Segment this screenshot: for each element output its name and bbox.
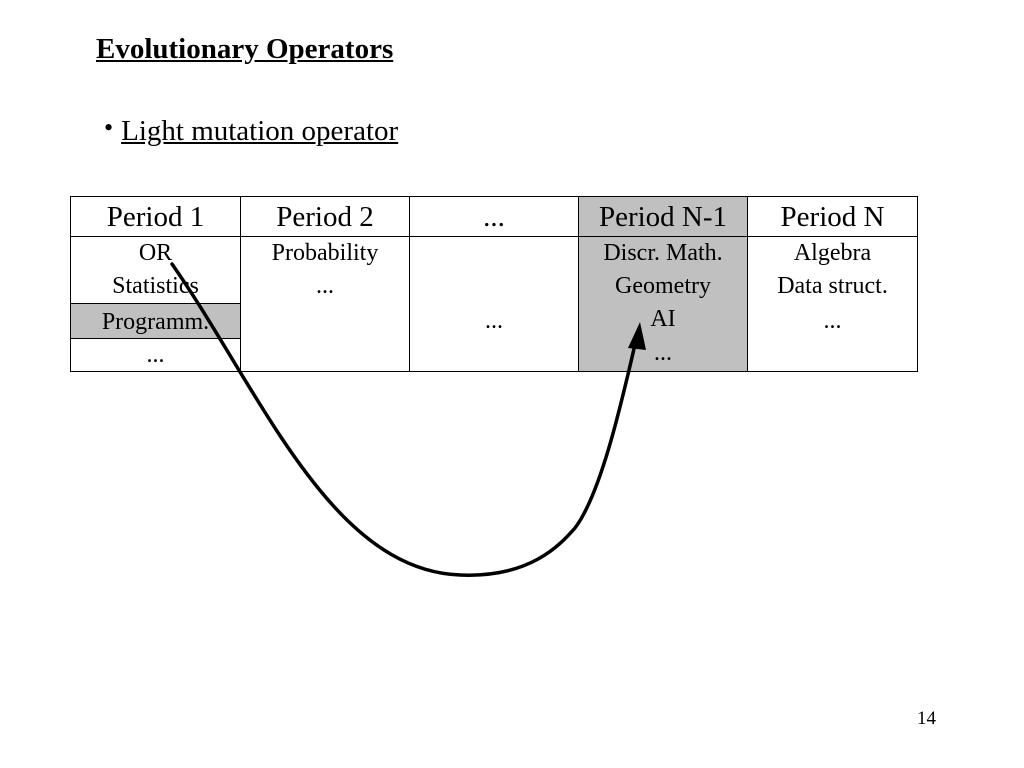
page-number: 14 [917, 708, 936, 729]
bullet-text: Light mutation operator [121, 115, 399, 147]
cell-course: ... [146, 342, 165, 368]
cell-course: ... [823, 308, 842, 334]
column-period-ellipsis: ... ... [409, 196, 579, 372]
column-period-n: Period N Algebra Data struct. ... [747, 196, 918, 372]
header-period-n-1: Period N-1 [579, 197, 747, 237]
column-period-2: Period 2 Probability ... [240, 196, 410, 372]
bullet-dot-icon: • [104, 113, 114, 142]
cell-course: Geometry [615, 273, 711, 299]
cell-course-target: AI [650, 306, 676, 332]
cell-course-selected: Programm. [70, 303, 241, 339]
cell-course: OR [138, 240, 173, 266]
cell-course: ... [654, 340, 672, 366]
slide-title: Evolutionary Operators [96, 33, 394, 65]
cell-course: ... [485, 308, 503, 334]
cell-course: Discr. Math. [603, 240, 723, 266]
header-period-1: Period 1 [71, 197, 240, 237]
cell-course: ... [316, 273, 334, 299]
column-period-1: Period 1 OR Statistics Programm. ... [70, 196, 241, 372]
bullet-item: • Light mutation operator [104, 113, 399, 148]
cell-course: Data struct. [777, 273, 888, 299]
header-period-2: Period 2 [241, 197, 409, 237]
header-period-n: Period N [748, 197, 917, 237]
column-period-n-1: Period N-1 Discr. Math. Geometry AI ... [578, 196, 748, 372]
cell-course: Probability [271, 240, 379, 266]
header-period-ellipsis: ... [410, 197, 578, 237]
schedule-table: Period 1 OR Statistics Programm. ... Per… [70, 196, 918, 374]
cell-course: Algebra [793, 240, 872, 266]
cell-course: Statistics [112, 273, 199, 299]
